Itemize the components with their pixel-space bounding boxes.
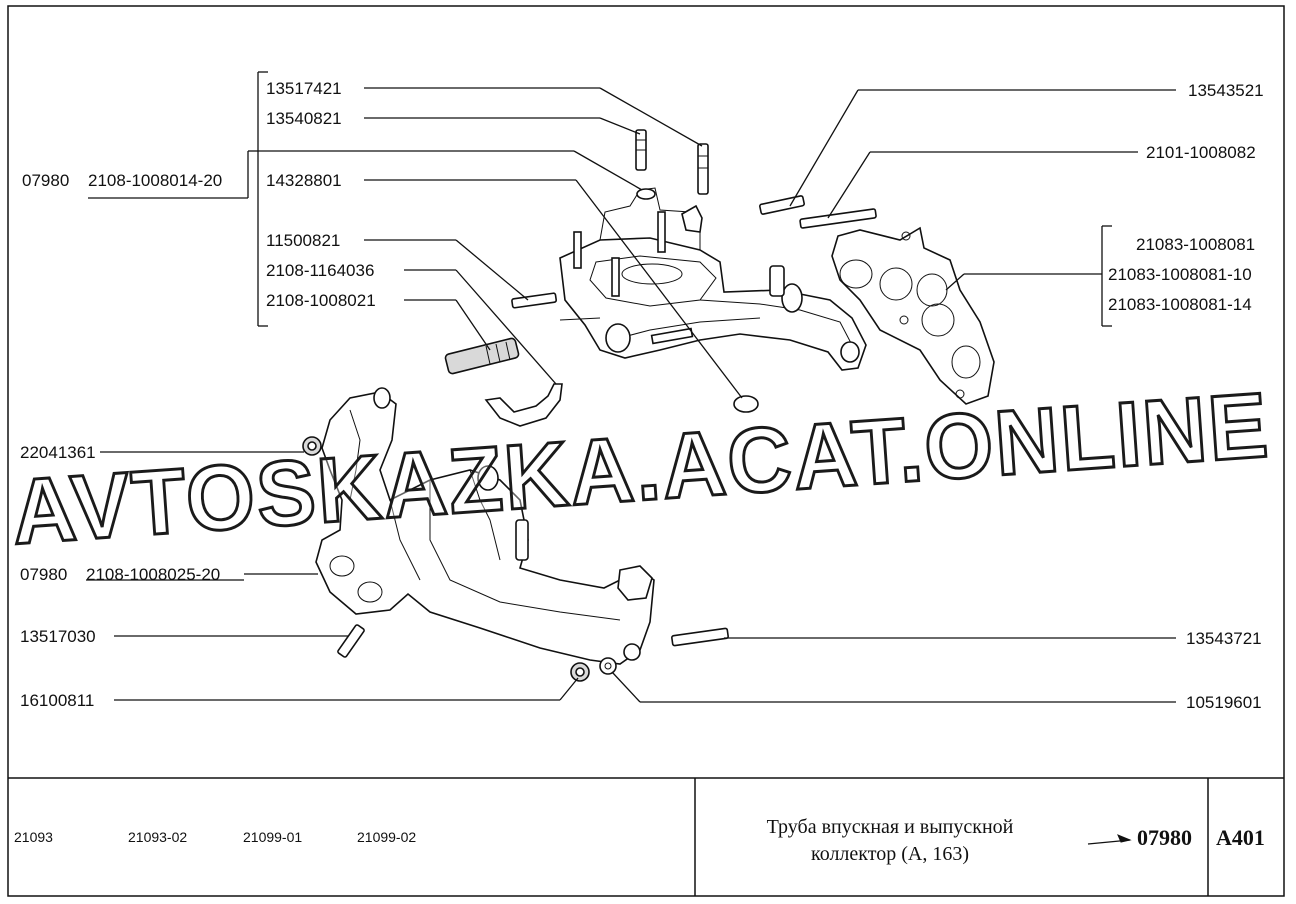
intake-manifold-drawing bbox=[559, 187, 867, 413]
label-10519601: 10519601 bbox=[1186, 693, 1262, 712]
model-21093-02: 21093-02 bbox=[128, 829, 188, 845]
label-13540821: 13540821 bbox=[266, 109, 342, 128]
label-2108-1008014-20: 2108-1008014-20 bbox=[88, 171, 222, 190]
label-13543521: 13543521 bbox=[1188, 81, 1264, 100]
leader-lines bbox=[86, 71, 1176, 845]
label-14328801: 14328801 bbox=[266, 171, 342, 190]
label-2108-1008025-20: 2108-1008025-20 bbox=[86, 565, 220, 584]
label-21083-1008081: 21083-1008081 bbox=[1136, 235, 1255, 254]
gasket-drawing bbox=[831, 226, 995, 405]
part-number-labels: 13517421 13540821 07980 2108-1008014-20 … bbox=[20, 79, 1264, 712]
diagram-title-line2: коллектор (А, 163) bbox=[811, 843, 969, 865]
model-21099-01: 21099-01 bbox=[243, 829, 303, 845]
sheet-frame bbox=[7, 5, 1285, 897]
label-13543721: 13543721 bbox=[1186, 629, 1262, 648]
label-21083-1008081-14: 21083-1008081-14 bbox=[1108, 295, 1252, 314]
fitting-drawing bbox=[444, 337, 563, 427]
label-2108-1008021: 2108-1008021 bbox=[266, 291, 376, 310]
model-21099-02: 21099-02 bbox=[357, 829, 417, 845]
exhaust-manifold-drawing bbox=[315, 387, 655, 665]
label-13517030: 13517030 bbox=[20, 627, 96, 646]
model-21093: 21093 bbox=[14, 829, 53, 845]
label-22041361: 22041361 bbox=[20, 443, 96, 462]
sheet-code: А401 bbox=[1216, 825, 1265, 850]
label-2108-1164036: 2108-1164036 bbox=[266, 261, 374, 280]
studs-drawing bbox=[511, 129, 877, 309]
label-2101-1008082: 2101-1008082 bbox=[1146, 143, 1256, 162]
label-16100811: 16100811 bbox=[20, 691, 94, 710]
label-07980-upper: 07980 bbox=[22, 171, 69, 190]
watermark: AVTOSKAZKA.ACAT.ONLINE bbox=[9, 374, 1273, 564]
label-11500821: 11500821 bbox=[266, 231, 340, 250]
exhaust-fasteners-drawing bbox=[302, 436, 729, 682]
label-07980-lower: 07980 bbox=[20, 565, 67, 584]
label-13517421: 13517421 bbox=[266, 79, 342, 98]
label-21083-1008081-10: 21083-1008081-10 bbox=[1108, 265, 1252, 284]
group-code: 07980 bbox=[1137, 825, 1192, 850]
diagram-title-line1: Труба впускная и выпускной bbox=[766, 816, 1014, 838]
